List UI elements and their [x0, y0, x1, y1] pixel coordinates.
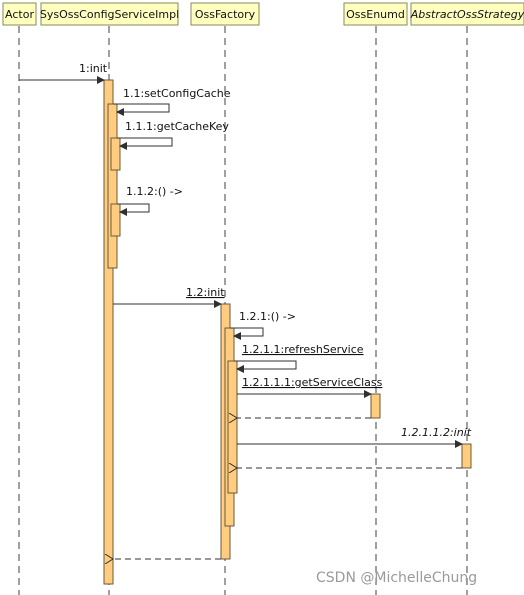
message-1-2-1-label: 1.2.1:() ->	[239, 310, 296, 323]
lifeline-enumd[interactable]: OssEnumd	[343, 2, 408, 26]
activation-impl-lambda[interactable]	[110, 203, 121, 237]
message-1-2-1-arrow[interactable]	[230, 327, 264, 340]
lifeline-impl-label: SysOssConfigServiceImpl	[40, 8, 179, 21]
activation-factory-refreshservice[interactable]	[227, 360, 238, 494]
lifeline-actor-label: Actor	[5, 8, 34, 21]
activation-impl-setconfigcache[interactable]	[107, 103, 118, 269]
message-1-1-2-label: 1.1.2:() ->	[126, 185, 183, 198]
lifeline-actor[interactable]: Actor	[2, 2, 37, 26]
message-1-1-arrow[interactable]	[113, 103, 170, 116]
activation-enumd-getserviceclass[interactable]	[370, 393, 381, 419]
lifeline-impl[interactable]: SysOssConfigServiceImpl	[40, 2, 179, 26]
activation-impl-init[interactable]	[103, 79, 114, 585]
message-1-2-label: 1.2:init	[186, 286, 225, 299]
message-1-2-1-1-2-label: 1.2.1.1.2:init	[401, 426, 472, 439]
lifeline-factory[interactable]: OssFactory	[190, 2, 260, 26]
message-1-1-1-label: 1.1.1:getCacheKey	[125, 120, 229, 133]
message-1-2-1-1-label: 1.2.1.1:refreshService	[242, 343, 364, 356]
lifeline-strategy-label: AbstractOssStrategy	[410, 8, 524, 21]
message-1-1-label: 1.1:setConfigCache	[123, 87, 231, 100]
message-1-1-1-arrow[interactable]	[117, 137, 173, 150]
watermark: CSDN @MichelleChung	[316, 570, 477, 586]
message-1-init-label: 1:init	[79, 62, 108, 75]
activation-strategy-init[interactable]	[461, 443, 472, 469]
message-1-1-2-arrow[interactable]	[117, 203, 150, 216]
lifeline-strategy[interactable]: AbstractOssStrategy	[410, 2, 524, 26]
message-1-2-1-1-1-label: 1.2.1.1.1:getServiceClass	[242, 376, 383, 389]
activation-impl-getcachekey[interactable]	[110, 137, 121, 171]
lifeline-enumd-label: OssEnumd	[346, 8, 405, 21]
lifeline-factory-label: OssFactory	[195, 8, 256, 21]
message-1-2-1-1-arrow[interactable]	[234, 360, 297, 373]
